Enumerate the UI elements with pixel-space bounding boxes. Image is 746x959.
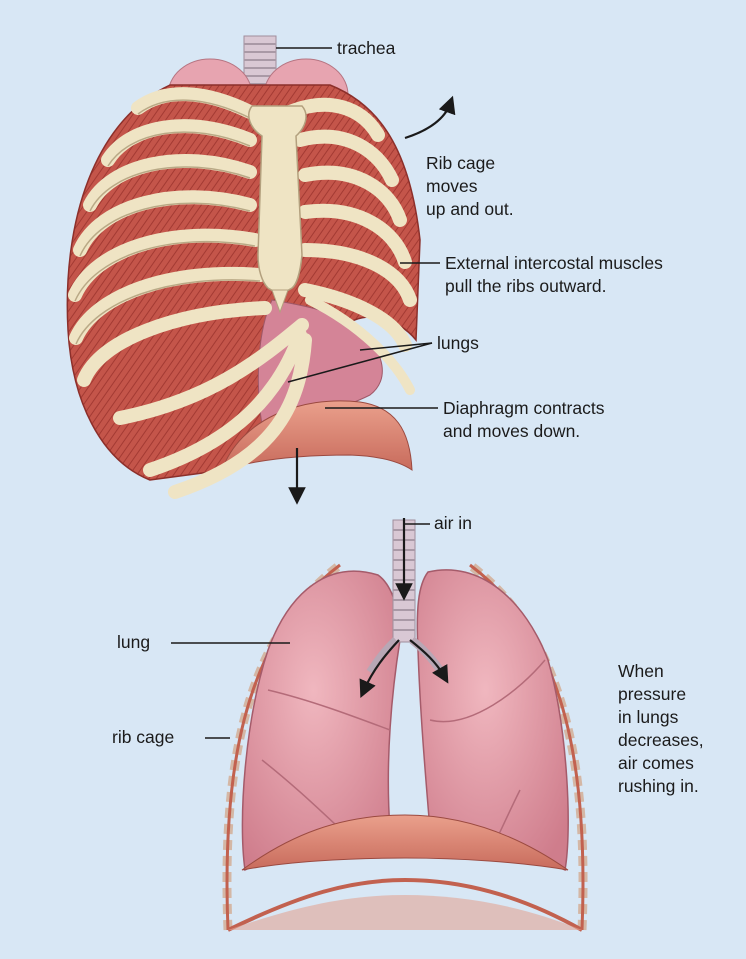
rib-cage-illustration — [67, 36, 420, 492]
lung-label: lung — [117, 631, 150, 654]
rib-cage-label: rib cage — [112, 726, 174, 749]
rib-cage-movement-label: Rib cage moves up and out. — [426, 152, 514, 221]
pressure-explanation-label: When pressure in lungs decreases, air co… — [618, 660, 704, 798]
diaphragm-label: Diaphragm contracts and moves down. — [443, 397, 604, 443]
intercostal-muscles-label: External intercostal muscles pull the ri… — [445, 252, 663, 298]
air-in-label: air in — [434, 512, 472, 535]
lungs-label: lungs — [437, 332, 479, 355]
trachea-label: trachea — [337, 37, 395, 60]
